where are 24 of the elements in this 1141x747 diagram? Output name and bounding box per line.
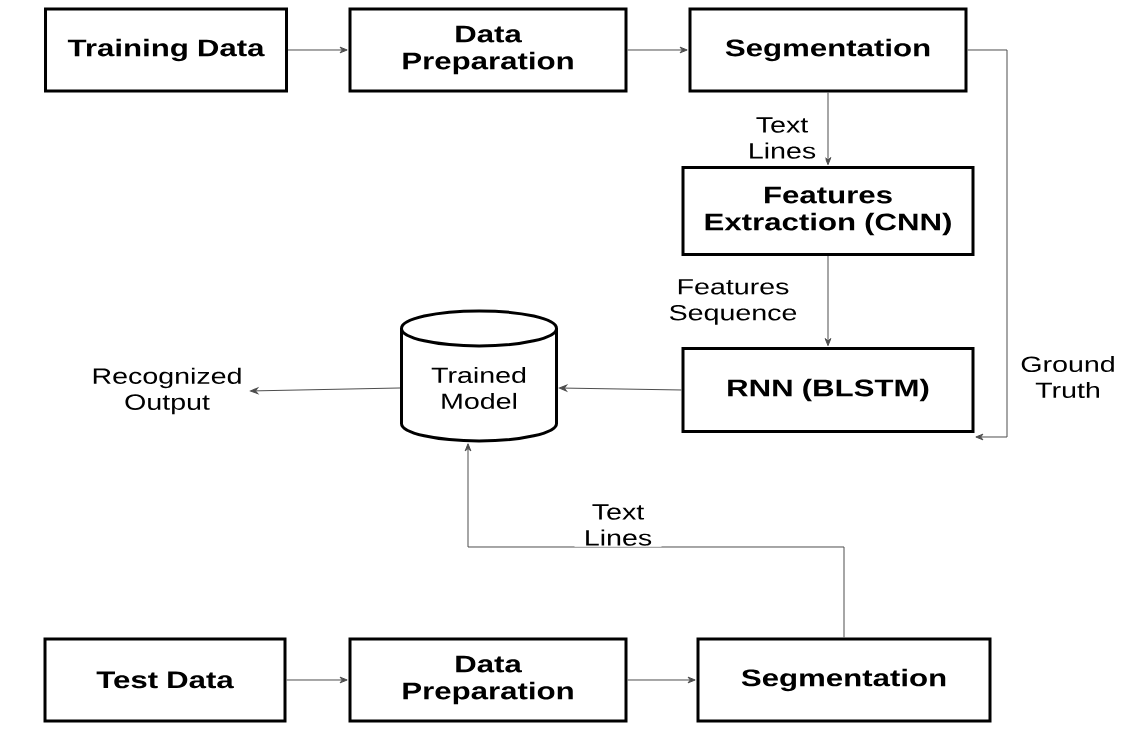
arrow [250,387,401,395]
arrow [967,49,1008,441]
arrow [464,443,845,638]
database-cylinder: Trained Model [400,309,558,443]
process-box: Test Data [43,637,287,723]
arrow [627,676,696,684]
arrow [286,676,348,684]
process-box: Data Preparation [348,7,628,93]
process-box: Features Extraction (CNN) [681,166,975,256]
edge-label: Ground Truth [1012,354,1124,400]
process-box: Segmentation [696,637,992,723]
edge-label: Text Lines [574,503,662,547]
process-box: Data Preparation [348,637,628,723]
output-label: Recognized Output [93,367,241,415]
arrow [558,384,682,392]
edge-label: Features Sequence [667,278,799,326]
arrow [824,255,832,347]
arrow [824,92,832,166]
edge-label: Text Lines [738,116,826,160]
arrow [627,46,688,54]
process-box: Segmentation [688,7,968,93]
process-box: Training Data [44,7,288,93]
process-box: RNN (BLSTM) [681,347,975,433]
arrow [287,46,348,54]
